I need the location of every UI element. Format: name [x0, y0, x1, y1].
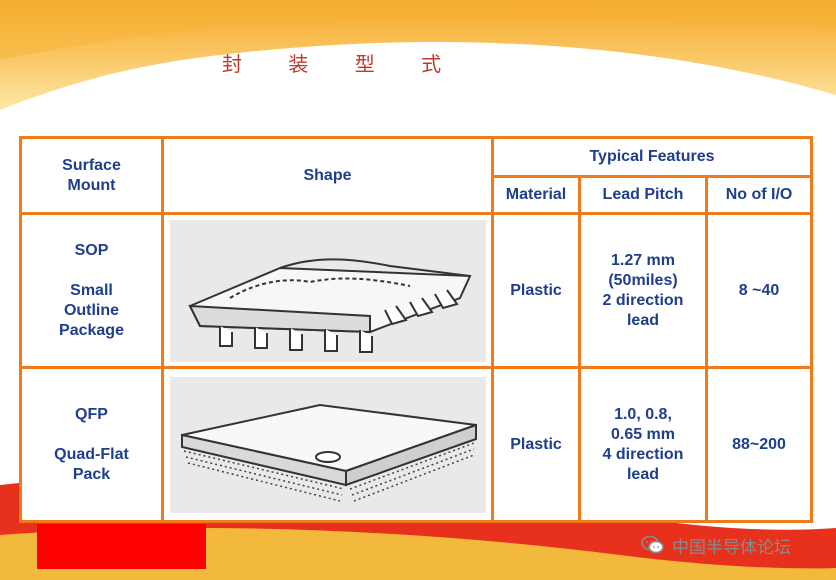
shape-cell [161, 212, 494, 369]
lead-pitch-cell: 1.0, 0.8, 0.65 mm 4 direction lead [578, 366, 708, 523]
watermark: 中国半导体论坛 [640, 532, 791, 558]
table-row: QFP Quad-Flat Pack P [19, 366, 814, 523]
header-material: Material [491, 175, 581, 215]
header-typical-features: Typical Features [490, 136, 814, 178]
red-bar [37, 524, 206, 569]
io-count-cell: 8 ~40 [704, 212, 814, 369]
package-spec-table: Surface Mount Shape Typical Features Mat… [19, 136, 814, 523]
package-name-cell: SOP Small Outline Package [19, 212, 164, 369]
sop-package-illustration [169, 219, 486, 362]
material-cell: Plastic [491, 212, 581, 369]
header-shape: Shape [161, 136, 494, 215]
io-count-cell: 88~200 [704, 366, 814, 523]
shape-cell [161, 366, 494, 523]
header-surface-mount: Surface Mount [19, 136, 164, 215]
slide-title: 封 装 型 式 [222, 52, 462, 76]
wechat-icon [641, 535, 664, 554]
table-row: SOP Small Outline Package [19, 212, 814, 369]
qfp-package-illustration [169, 376, 486, 513]
header-no-io: No of I/O [704, 175, 814, 215]
material-cell: Plastic [491, 366, 581, 523]
package-name-cell: QFP Quad-Flat Pack [19, 366, 164, 523]
lead-pitch-cell: 1.27 mm (50miles) 2 direction lead [578, 212, 708, 369]
watermark-text: 中国半导体论坛 [672, 537, 791, 558]
header-lead-pitch: Lead Pitch [578, 175, 708, 215]
